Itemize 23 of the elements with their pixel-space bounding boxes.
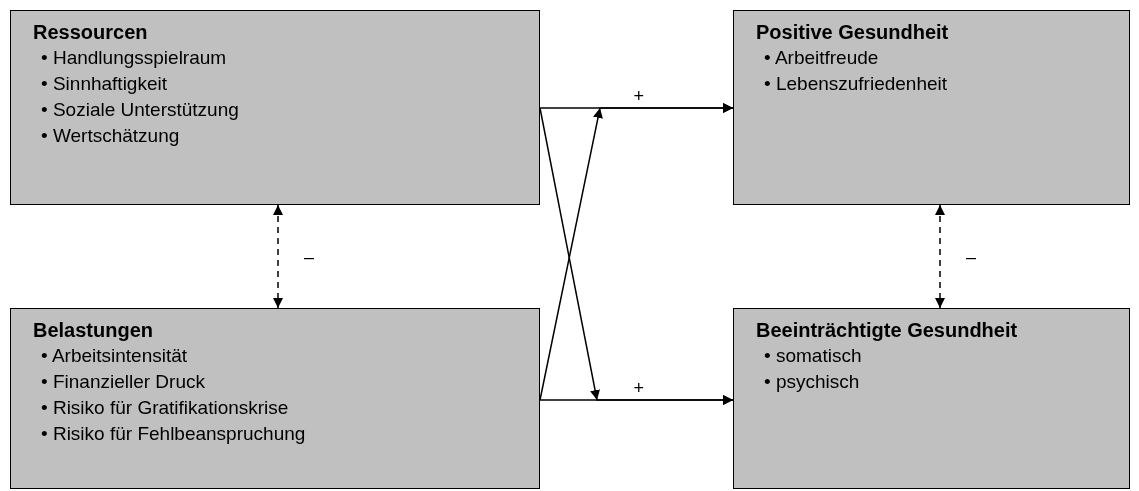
list-item: • somatisch [764,344,863,368]
list-item: • Arbeitfreude [764,46,880,70]
arrow [935,204,945,309]
list-item: • Soziale Unterstützung [41,98,240,122]
list-item: • Sinnhaftigkeit [41,72,168,96]
list-item: • Risiko für Fehlbeanspruchung [41,422,307,446]
box-heading: Beeinträchtigte Gesundheit [756,318,1019,343]
box-heading: Ressourcen [33,20,149,45]
process-box [10,10,540,205]
list-item: • psychisch [764,370,861,394]
box-heading: Positive Gesundheit [756,20,950,45]
box-heading: Belastungen [33,318,155,343]
list-item: • Handlungsspielraum [41,46,228,70]
list-item: • Risiko für Gratifikationskrise [41,396,290,420]
process-box [10,308,540,489]
list-item: • Finanzieller Druck [41,370,206,394]
arrow [273,204,283,309]
list-item: • Lebenszufriedenheit [764,72,949,96]
process-box [733,308,1130,489]
arrow [539,395,734,405]
list-item: • Wertschätzung [41,124,181,148]
list-item: • Arbeitsintensität [41,344,189,368]
process-box [733,10,1130,205]
